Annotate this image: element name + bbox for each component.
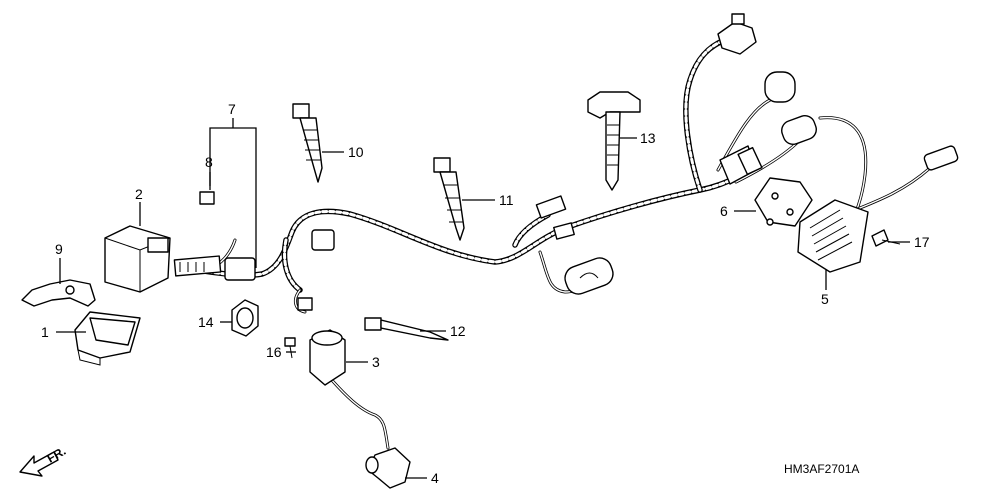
callout-14: 14 — [198, 314, 214, 330]
part-3-ignition-coil — [309, 329, 346, 386]
condenser — [564, 257, 614, 295]
callout-1: 1 — [41, 324, 49, 340]
upper-connectors — [719, 71, 817, 185]
callout-11: 11 — [499, 192, 514, 208]
callout-10: 10 — [348, 144, 364, 160]
part-2-control-unit — [104, 225, 171, 293]
callout-6: 6 — [720, 203, 728, 219]
part-16-bolt — [284, 337, 296, 359]
callout-7: 7 — [228, 101, 236, 117]
part-6-plate — [754, 177, 813, 227]
callout-12: 12 — [450, 323, 466, 339]
top-connector — [717, 13, 757, 55]
part-9-bracket — [21, 279, 96, 307]
part-17-bolt — [871, 229, 901, 247]
part-5-regulator — [797, 199, 869, 273]
drawing-code: HM3AF2701A — [784, 462, 859, 476]
part-4-plug-cap — [365, 447, 411, 489]
part-10-cable-tie — [292, 103, 323, 183]
callout-labels: 1 2 3 4 5 6 7 8 9 10 11 12 13 14 16 17 — [41, 101, 930, 486]
main-wire-harness — [177, 37, 743, 293]
small-connectors — [297, 229, 335, 311]
callout-8: 8 — [205, 154, 213, 170]
callout-5: 5 — [821, 291, 829, 307]
callout-4: 4 — [431, 470, 439, 486]
part-11-cable-tie — [433, 157, 465, 241]
right-connector — [923, 145, 959, 171]
part-12-tie — [364, 317, 449, 341]
part-8-connector — [173, 191, 256, 281]
callout-2: 2 — [135, 186, 143, 202]
callout-13: 13 — [640, 130, 656, 146]
callout-9: 9 — [55, 241, 63, 257]
leader-lines — [56, 118, 910, 479]
callout-3: 3 — [372, 354, 380, 370]
front-direction-arrow: FR. — [19, 444, 68, 477]
part-14-clip — [231, 299, 259, 337]
part-1-holder — [74, 311, 141, 366]
callout-16: 16 — [266, 344, 282, 360]
mid-connector — [535, 195, 575, 240]
part-13-clip — [587, 91, 641, 191]
callout-17: 17 — [914, 234, 930, 250]
